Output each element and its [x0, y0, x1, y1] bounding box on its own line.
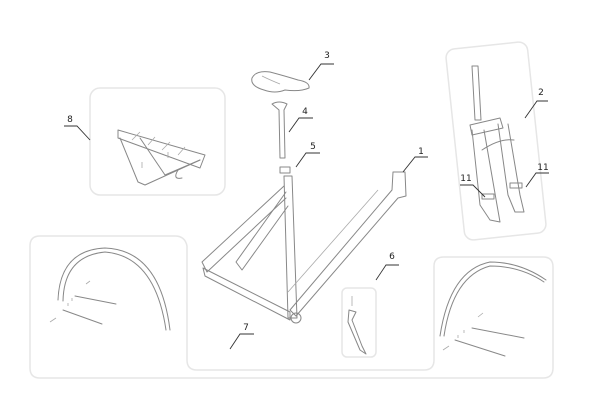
kickstand-panel	[341, 287, 377, 358]
svg-text:5: 5	[310, 142, 316, 152]
callout-7: 7	[229, 323, 254, 350]
svg-text:1: 1	[418, 147, 424, 157]
front-mudguard-drawing	[49, 247, 171, 331]
callout-3: 3	[308, 51, 334, 81]
saddle-drawing	[251, 71, 310, 93]
seatpost-clamp-drawing	[279, 166, 291, 174]
svg-text:2: 2	[538, 88, 544, 98]
callout-11-right: 11	[525, 163, 549, 188]
rear-rack-panel	[89, 87, 226, 196]
svg-text:3: 3	[324, 51, 330, 61]
callout-1: 1	[402, 147, 428, 173]
kickstand-drawing	[347, 296, 367, 355]
callout-11-left: 11	[460, 174, 486, 198]
callout-4: 4	[288, 107, 313, 133]
svg-text:11: 11	[460, 174, 471, 184]
callout-5: 5	[295, 142, 320, 168]
mudguard-panel	[29, 235, 554, 379]
callout-6: 6	[375, 252, 399, 281]
rear-mudguard-drawing	[439, 261, 547, 357]
callout-2: 2	[524, 88, 548, 119]
svg-text:7: 7	[243, 323, 249, 333]
svg-text:4: 4	[302, 107, 308, 117]
frame-drawing	[201, 171, 407, 324]
svg-text:6: 6	[389, 252, 395, 262]
svg-text:11: 11	[537, 163, 548, 173]
fork-drawing	[469, 65, 525, 223]
seatpost-drawing	[271, 101, 288, 159]
callout-8: 8	[64, 115, 91, 141]
svg-text:8: 8	[67, 115, 73, 125]
fork-panel	[445, 41, 547, 241]
rear-rack-drawing	[117, 129, 206, 186]
